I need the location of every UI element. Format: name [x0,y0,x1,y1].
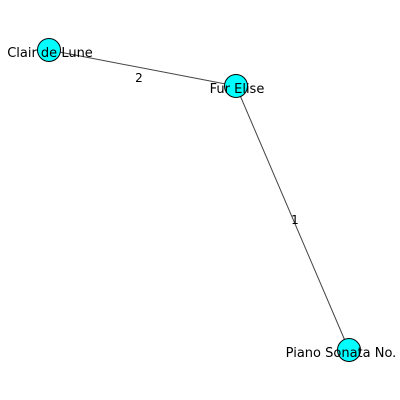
node-sonata [337,338,361,362]
node-label-sonata: Piano Sonata No. [286,346,397,361]
node-fur [224,74,248,98]
edge-fur-sonata [235,85,350,351]
node-clair [37,38,61,62]
node-label-clair: Clair de Lune [7,46,93,61]
edge-label: 2 [135,71,143,85]
edge-clair-fur [48,49,237,87]
edge-label: 1 [291,213,299,227]
node-label-fur: Fur Elise [210,82,265,97]
edges-layer: 21 [48,49,350,351]
